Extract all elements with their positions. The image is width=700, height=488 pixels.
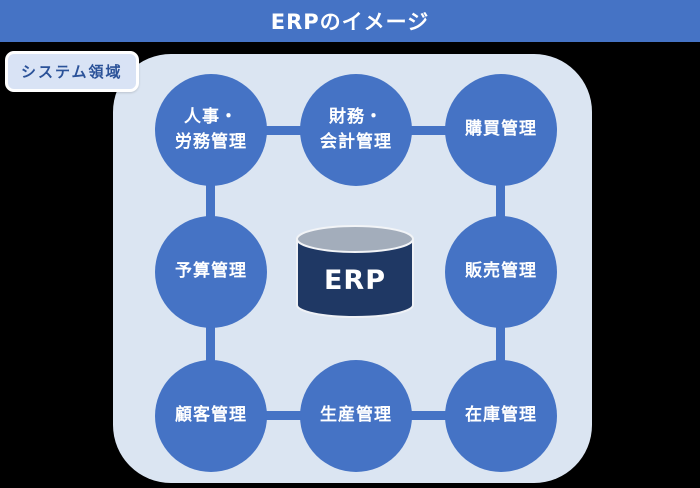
erp-database-cylinder-icon: ERP	[296, 225, 414, 318]
module-label: 予算管理	[175, 261, 247, 282]
module-label: 購買管理	[465, 119, 537, 140]
module-label: 在庫管理	[465, 405, 537, 426]
diagram-title: ERPのイメージ	[270, 10, 430, 34]
module-label: 生産管理	[320, 405, 392, 426]
system-area-badge: システム領域	[5, 51, 139, 92]
module-label: 財務・ 会計管理	[320, 106, 392, 153]
module-label: 人事・ 労務管理	[175, 106, 247, 153]
module-circle-finance-accounting: 財務・ 会計管理	[300, 74, 412, 186]
module-circle-sales: 販売管理	[445, 216, 557, 328]
cylinder-body	[296, 238, 414, 318]
cylinder-top	[296, 225, 414, 253]
module-label: 顧客管理	[175, 405, 247, 426]
module-circle-production: 生産管理	[300, 360, 412, 472]
system-area-badge-text: システム領域	[21, 63, 123, 81]
module-circle-customer: 顧客管理	[155, 360, 267, 472]
module-label: 販売管理	[465, 261, 537, 282]
diagram-title-bar: ERPのイメージ	[0, 0, 700, 42]
erp-core-label: ERP	[324, 265, 386, 296]
module-circle-inventory: 在庫管理	[445, 360, 557, 472]
module-circle-purchasing: 購買管理	[445, 74, 557, 186]
module-circle-hr-labor: 人事・ 労務管理	[155, 74, 267, 186]
module-circle-budget: 予算管理	[155, 216, 267, 328]
